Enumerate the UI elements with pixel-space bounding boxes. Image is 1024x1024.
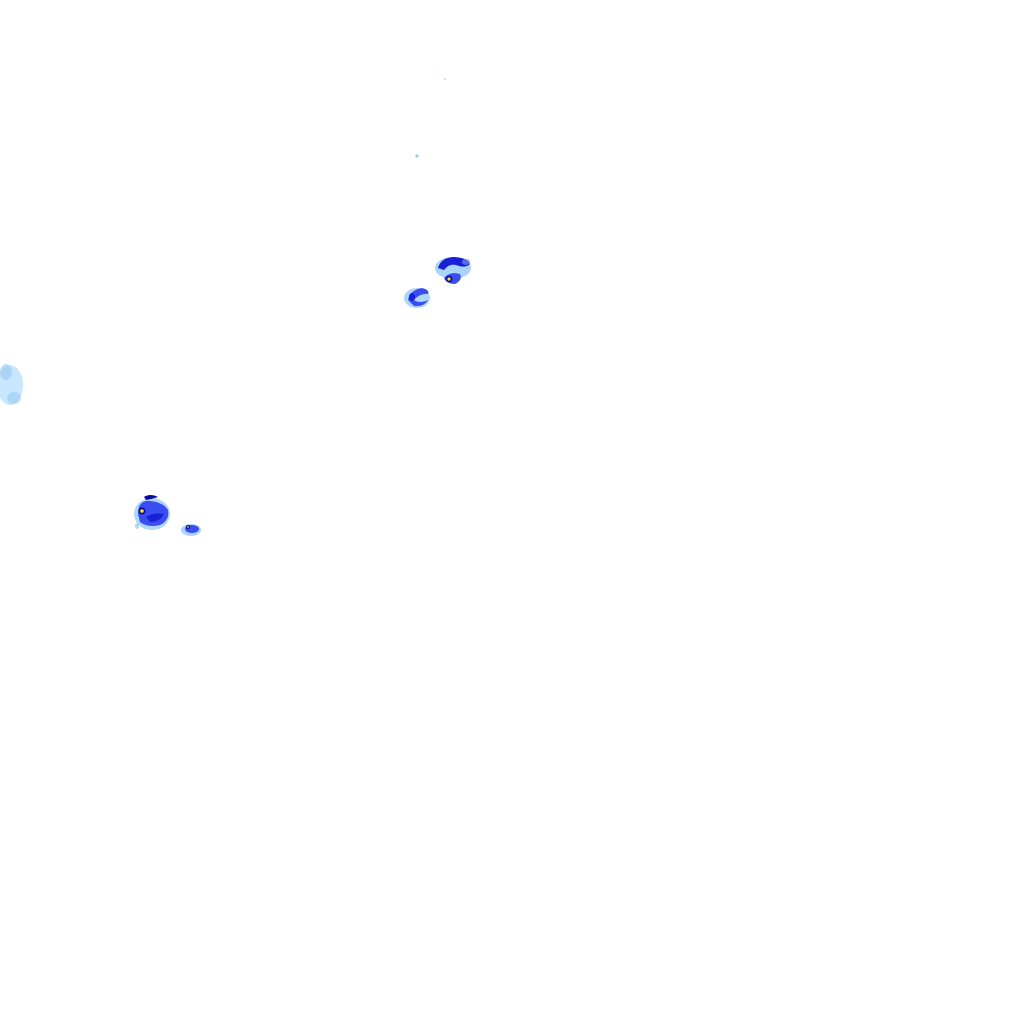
rain-patch bbox=[7, 392, 21, 404]
rain-patch bbox=[138, 500, 169, 526]
rain-patch bbox=[146, 513, 164, 522]
rain-speck bbox=[415, 154, 419, 158]
rain-patch bbox=[409, 293, 415, 301]
rain-speck bbox=[443, 77, 447, 81]
rain-core-intense bbox=[187, 526, 189, 528]
rain-patch bbox=[438, 257, 470, 270]
rain-core-intense bbox=[447, 277, 451, 281]
rain-patch bbox=[0, 364, 12, 380]
rain-cell-southwest-small bbox=[181, 524, 201, 536]
rain-patch bbox=[135, 523, 139, 529]
rain-patch bbox=[144, 495, 158, 500]
rain-patch bbox=[462, 259, 470, 265]
rain-cell-north-b bbox=[404, 288, 430, 308]
rain-cell-west-edge bbox=[0, 364, 23, 405]
rain-cell-southwest-main bbox=[134, 495, 170, 530]
rain-patch bbox=[408, 288, 429, 307]
rain-cell-north-a bbox=[435, 257, 471, 284]
rain-speck-group bbox=[415, 77, 447, 158]
rain-core-intense bbox=[140, 509, 144, 513]
